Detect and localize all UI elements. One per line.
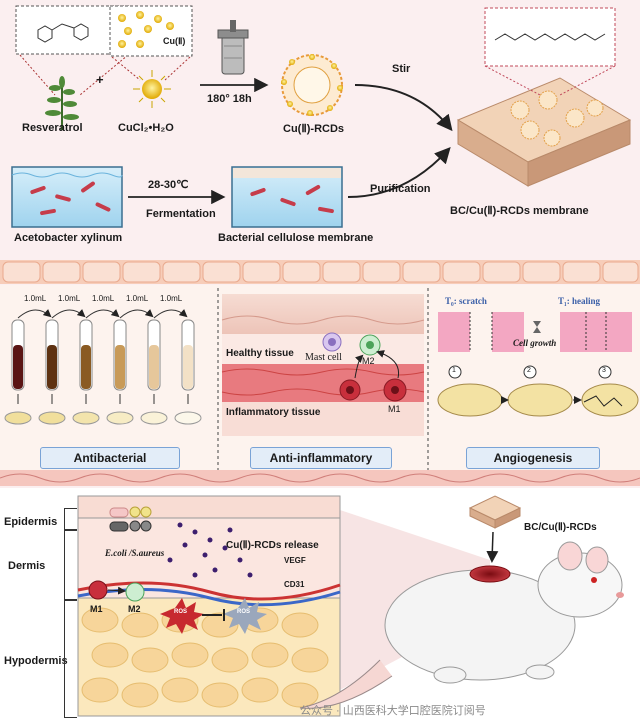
layer-bracket [64,600,77,718]
leader-line [79,54,129,96]
scratch-assay-t1 [560,312,632,352]
m1-macrophage-icon [383,378,407,402]
ros-scavenged-label: ROS [237,609,251,615]
plate-arrows [17,394,189,404]
tube-formation-icon [583,395,623,407]
healthy-tissue-label: Healthy tissue [226,348,294,359]
volume-label: 1.0mL [160,294,183,303]
hourglass-icon [533,321,541,333]
m2-cell-icon [125,582,145,602]
layer-bracket [64,530,77,600]
ros-label: ROS [174,609,188,615]
cd31-label: CD31 [284,580,305,589]
m2-label: M2 [362,356,375,366]
polarization-arrow [376,350,400,379]
m1-label: M1 [388,404,401,414]
step-number: 3 [602,367,606,374]
dermis-label: Dermis [8,560,46,572]
plus-sign: + [96,72,104,87]
angiogenesis-title: Angiogenesis [466,447,600,469]
resveratrol-molecule-icon [37,23,89,43]
scratch-assay-t0 [438,312,524,352]
ros-scavenged-icon [223,598,267,634]
arrow-purification [347,147,451,198]
step-number: 2 [527,367,531,374]
m1-cell-icon [88,580,108,600]
volume-label: 1.0mL [24,294,47,303]
hypodermis-label: Hypodermis [4,655,68,667]
ros-burst-icon [160,598,204,634]
m1-wound-label: M1 [90,604,103,614]
epidermis-label: Epidermis [4,516,58,528]
cu-rcds-release-dots [167,522,253,578]
stir-label: Stir [392,63,411,75]
volume-label: 1.0mL [126,294,149,303]
purification-label: Purification [370,183,431,195]
culture-dishes [437,383,639,417]
bc-membrane-tank-icon [231,166,343,228]
bc-cu-rcds-membrane-icon [456,77,632,187]
watermark-text: 公众号 · 山西医科大学口腔医院订阅号 [300,705,486,717]
fermentation-tank-icon [11,166,123,228]
antibacterial-title: Antibacterial [40,447,180,469]
cucl2-particle-icon [133,70,171,108]
inflammatory-tissue-label: Inflammatory tissue [226,407,321,418]
m2-macrophage-icon [359,334,381,356]
epithelial-cell-stripe [0,260,640,284]
transfer-arrows [17,309,188,319]
release-label: Cu(Ⅱ)-RCDs release [226,540,319,551]
temperature-label: 28-30℃ [148,179,189,191]
volume-label: 1.0mL [92,294,115,303]
fermentation-label: Fermentation [146,208,216,220]
volume-label: 1.0mL [58,294,81,303]
arrow-stir [354,84,453,132]
layer-bracket [64,508,77,530]
dilution-tubes [11,319,195,391]
resveratrol-label: Resveratrol [22,122,83,134]
cu-rcds-label: Cu(Ⅱ)-RCDs [283,123,345,135]
reaction-condition-label: 180° 18h [207,93,252,105]
cellulose-chain-icon [494,33,606,41]
membrane-patch-icon [468,495,522,529]
bacteria-species-label: E.coli /S.aureus [105,548,165,558]
acetobacter-label: Acetobacter xylinum [14,232,123,244]
autoclave-icon [217,20,249,75]
mast-cell-label: Mast cell [305,352,342,363]
cu-ion-dots [118,11,174,48]
bacteria-icons [109,506,152,532]
mast-cell-icon [322,332,342,352]
cu-ion-label: Cu(Ⅱ) [163,36,186,46]
m2-wound-label: M2 [128,604,141,614]
t0-scratch-label: T₀: scratch [445,296,487,306]
bc-membrane-label: Bacterial cellulose membrane [218,232,374,244]
mouse-membrane-label: BC/Cu(Ⅱ)-RCDs [524,522,597,533]
step-marker-2 [523,365,537,379]
step-marker-1 [448,365,462,379]
agar-plates [4,411,202,425]
step-marker-3 [598,365,612,379]
polarization-arrow [354,354,364,379]
resveratrol-plant-icon [45,76,79,130]
t1-healing-label: T₁: healing [558,296,600,306]
composite-membrane-label: BC/Cu(Ⅱ)-RCDs membrane [450,205,589,217]
mouse-icon [299,541,624,709]
cu-rcds-particle-icon [281,54,343,116]
step-number: 1 [452,367,456,374]
cell-growth-label: Cell growth [513,338,557,348]
anti-inflammatory-title: Anti-inflammatory [250,447,392,469]
inflammatory-cell-icon [339,379,361,401]
vegf-label: VEGF [284,556,306,565]
cucl2-label: CuCl₂•H₂O [118,122,174,134]
